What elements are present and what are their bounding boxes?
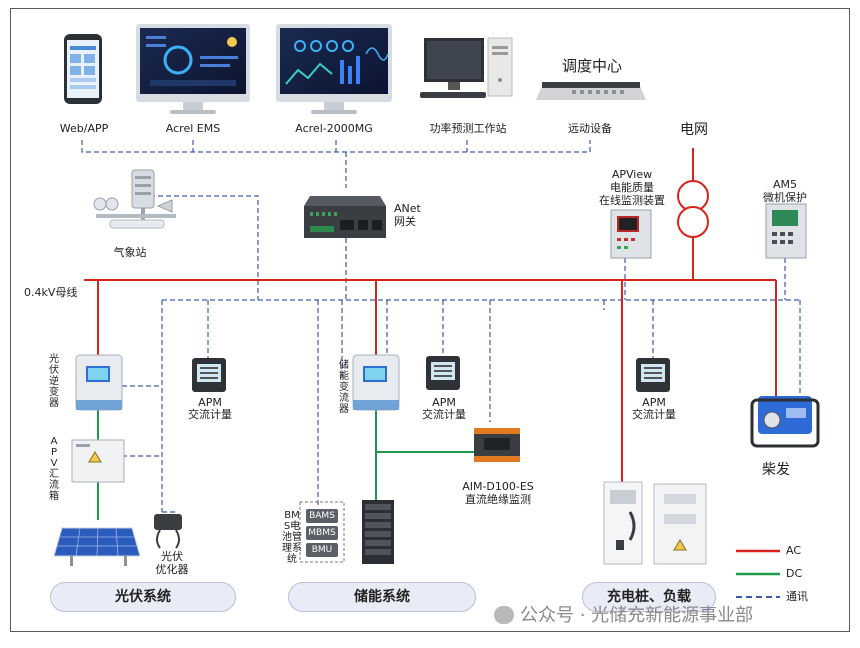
pv-optimizer-label-2: 优化器 (155, 563, 189, 576)
solar-panel-icon (53, 527, 141, 566)
ess-system-pill: 储能系统 (288, 582, 476, 612)
bus-label: 0.4kV母线 (24, 286, 78, 299)
ess-converter-icon (352, 354, 400, 411)
load-cabinet-icon (653, 483, 707, 565)
acrel-ems-label: Acrel EMS (165, 122, 221, 135)
web-app-label: Web/APP (59, 122, 109, 135)
apm-label-1b: 交流计量 (188, 408, 232, 421)
pv-inverter-icon (75, 354, 123, 411)
apview-label-2: 电能质量 (610, 181, 654, 194)
apm-label-3b: 交流计量 (632, 408, 676, 421)
pv-system-pill: 光伏系统 (50, 582, 236, 612)
mg-monitor-icon (276, 24, 392, 114)
anet-gateway-icon (304, 196, 386, 238)
apm-label-2a: APM (432, 396, 456, 409)
apview-device-icon (610, 209, 652, 259)
rack-device-icon (536, 82, 646, 100)
bms-bmu-chip: BMU (306, 543, 338, 557)
am5-device-icon (765, 203, 807, 259)
apm-label-2b: 交流计量 (422, 408, 466, 421)
aim-label-1: AIM-D100-ES (462, 480, 534, 493)
aim-label-2: 直流绝缘监测 (465, 493, 531, 506)
workstation-icon (420, 37, 513, 98)
ess-converter-label: 储能变流器 (339, 360, 349, 415)
power-forecast-label: 功率预测工作站 (429, 122, 507, 135)
pv-combiner-icon (71, 439, 125, 483)
charging-pile-icon (603, 481, 643, 565)
pv-optimizer-icon (154, 514, 182, 549)
ems-monitor-icon (136, 24, 250, 114)
legend-dc-label: DC (786, 567, 803, 580)
dispatch-center-label: 调度中心 (561, 57, 623, 75)
pv-inverter-label: 光伏逆变器 (49, 354, 59, 409)
diesel-generator-icon (750, 396, 820, 448)
diesel-label: 柴发 (762, 462, 790, 478)
anet-label-1: ANet (394, 202, 421, 215)
load-system-pill: 充电桩、负载 (582, 582, 716, 612)
phone-icon (64, 34, 102, 104)
legend-ac-label: AC (786, 544, 802, 557)
apview-label-1: APView (611, 168, 653, 181)
battery-rack-icon (362, 500, 394, 564)
bms-mbms-chip: MBMS (306, 526, 338, 540)
apm-label-3a: APM (642, 396, 666, 409)
weather-station-icon (93, 169, 176, 229)
legend-lines (736, 549, 780, 598)
bms-bams-chip: BAMS (306, 509, 338, 523)
dc-lines (97, 410, 478, 520)
bms-box (299, 501, 345, 563)
telecontrol-label: 远动设备 (568, 122, 612, 135)
am5-label-1: AM5 (772, 178, 798, 191)
anet-label-2: 网关 (394, 215, 416, 228)
apm-label-1a: APM (198, 396, 222, 409)
comm-lines (81, 140, 801, 513)
pv-optimizer-label-1: 光伏 (161, 550, 183, 563)
apm-meter-icon-3 (636, 358, 670, 392)
ac-lines (84, 148, 777, 540)
wechat-icon (494, 606, 514, 624)
legend-comm-label: 通讯 (786, 590, 808, 603)
apm-meter-icon-2 (426, 356, 460, 390)
watermark-text: 公众号 · 光储充新能源事业部 (520, 605, 754, 626)
pv-combiner-label: APV汇流箱 (49, 436, 59, 502)
acrel-2000mg-label: Acrel-2000MG (295, 122, 373, 135)
weather-station-label: 气象站 (113, 246, 147, 259)
grid-label: 电网 (680, 122, 708, 138)
apm-meter-icon-1 (192, 358, 226, 392)
bms-title: BMS电池管理系统 (282, 510, 302, 565)
transformer-icon (677, 180, 709, 238)
aim-device-icon (474, 428, 520, 462)
am5-label-2: 微机保护 (763, 191, 807, 204)
apview-label-3: 在线监测装置 (599, 194, 665, 207)
diagram-frame (10, 8, 850, 632)
